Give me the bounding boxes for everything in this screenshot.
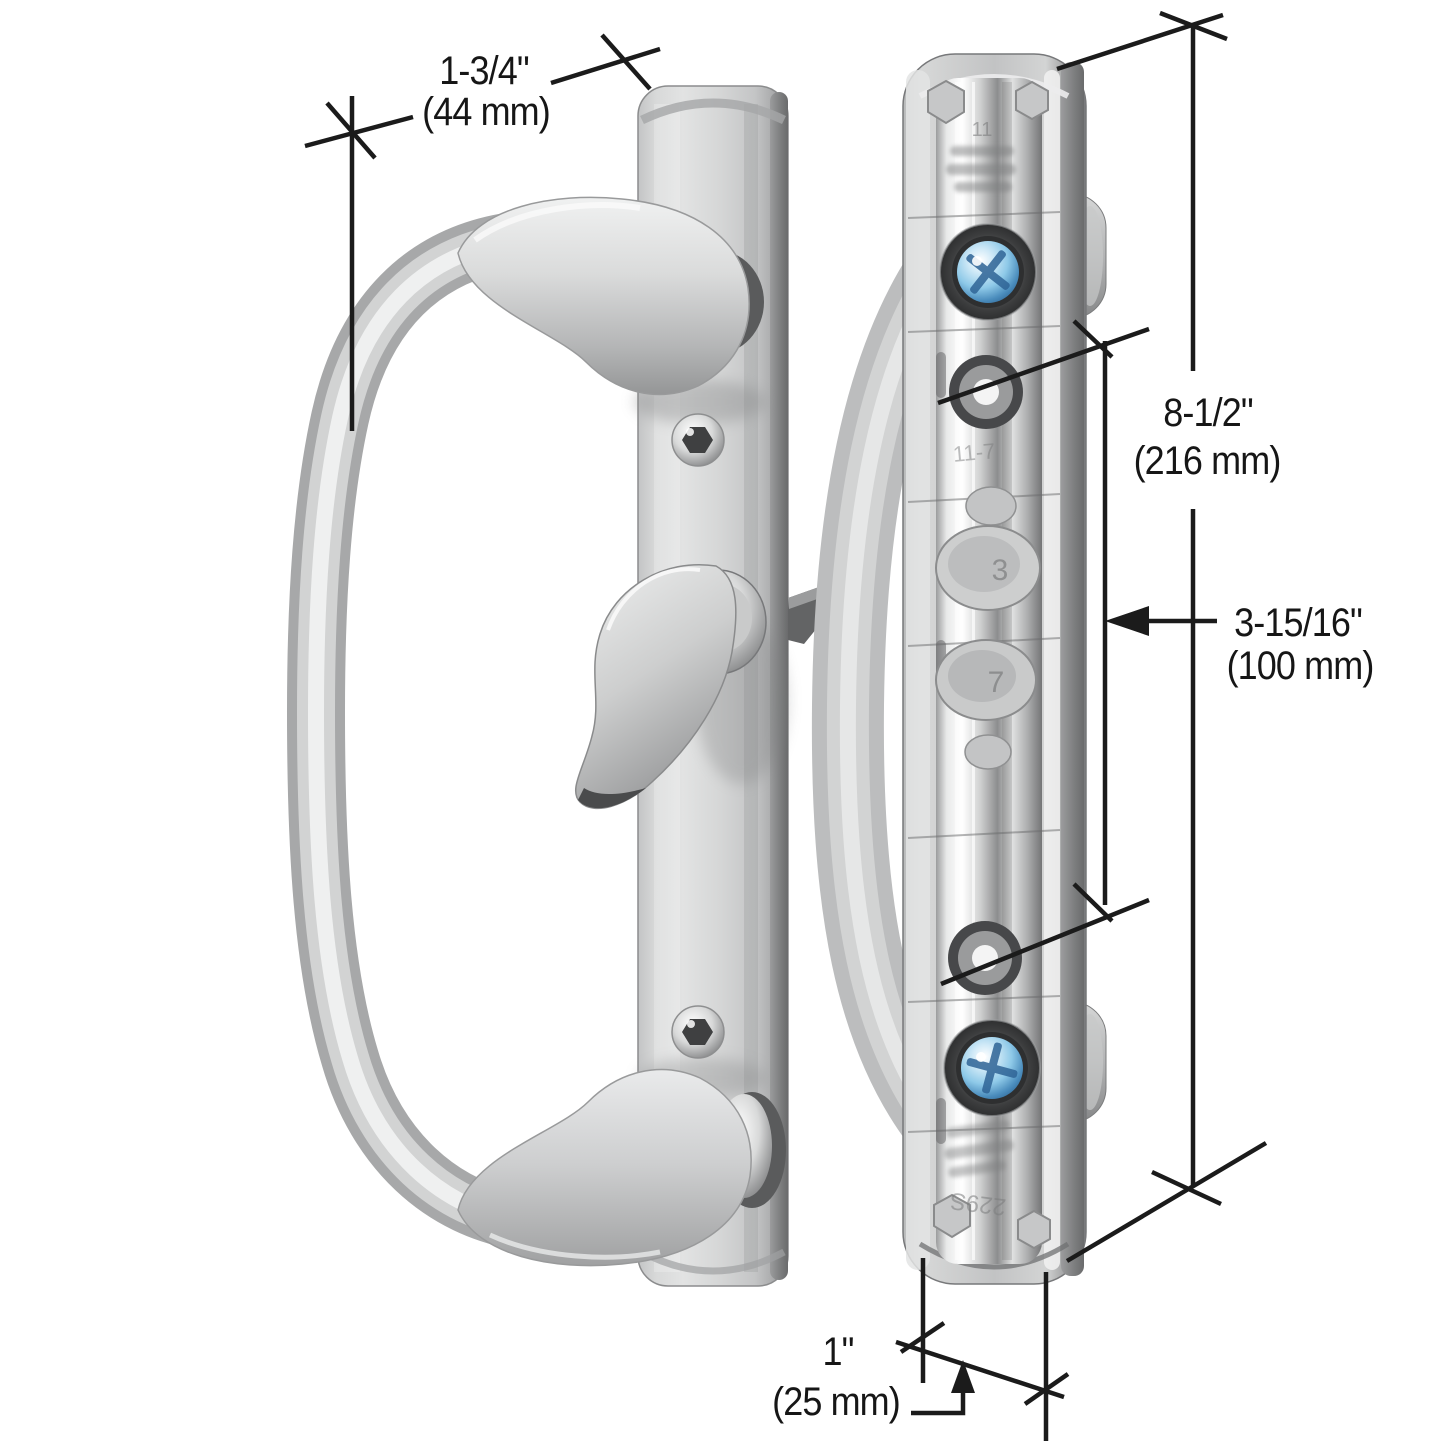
label-overall-height-metric: (216 mm): [1133, 439, 1282, 483]
tick-icon: [1072, 882, 1114, 923]
mortise-back-view: 11 11-7 229S: [811, 53, 1107, 1285]
stamp-top: 11: [972, 119, 993, 141]
tick-icon: [899, 1321, 946, 1354]
label-plate-width-inches: 1-3/4": [439, 49, 529, 93]
handle-front-view: [286, 85, 838, 1287]
dimension-lines: [304, 10, 1268, 1441]
dimension-overall-height: [1056, 10, 1268, 1263]
stamp-lower-oval: 7: [988, 666, 1005, 699]
boss-oval-lower: 7: [935, 639, 1037, 721]
dimension-plate-width: [304, 33, 661, 431]
boss-oval-upper: 3: [935, 525, 1041, 611]
stamp-upper-oval: 3: [992, 554, 1009, 587]
handle-bottom-arm: [457, 1068, 752, 1267]
label-hole-spacing-inches: 3-15/16": [1234, 601, 1363, 645]
label-plate-depth-metric: (25 mm): [772, 1380, 901, 1424]
dimension-hole-spacing: [937, 319, 1217, 987]
thumbturn-lever: [575, 564, 767, 810]
arrow-left-icon: [1105, 606, 1149, 636]
label-hole-spacing-metric: (100 mm): [1226, 644, 1375, 688]
tick-icon: [1023, 1372, 1070, 1406]
hex-bosses: [927, 79, 1051, 1250]
label-overall-height-inches: 8-1/2": [1163, 391, 1253, 435]
dimension-plate-depth: [895, 1258, 1070, 1441]
arrow-up-icon: [951, 1360, 975, 1393]
mount-hole-top: [949, 355, 1023, 429]
plate-screw-top: [671, 413, 725, 467]
lock-screw-bottom: [943, 1019, 1041, 1117]
plate-screw-bottom: [671, 1005, 725, 1059]
handle-edge-profile: [811, 222, 986, 1172]
lock-screw-top: [939, 223, 1037, 321]
boss-small-upper: [965, 486, 1017, 526]
pull-handle-grip: [286, 211, 555, 1251]
tick-icon: [600, 33, 652, 91]
handle-top-arm: [457, 196, 750, 396]
stamped-markings: 11 11-7 229S: [944, 119, 1016, 1220]
label-plate-width-metric: (44 mm): [422, 90, 551, 134]
stamp-mid: 11-7: [952, 438, 996, 467]
tick-icon: [325, 101, 377, 160]
label-plate-depth-inches: 1": [822, 1330, 854, 1374]
boss-small-lower: [964, 734, 1012, 770]
tick-icon: [1151, 1169, 1222, 1207]
